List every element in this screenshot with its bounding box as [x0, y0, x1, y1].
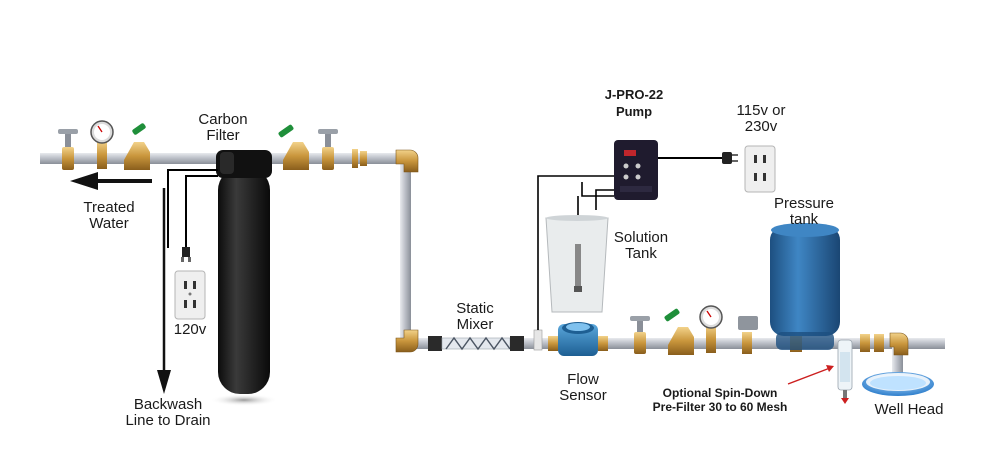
pipe-union: [352, 149, 367, 168]
annotation-arrow: [787, 365, 834, 385]
valve-icon: [58, 129, 78, 170]
dosing-pump: [614, 140, 724, 200]
outlet-voltage-label: 120v: [173, 321, 207, 338]
static-mixer: [428, 336, 524, 351]
flow-sensor-meter: [548, 322, 608, 356]
valve-icon: [124, 123, 150, 170]
spin-down-prefilter: [837, 339, 853, 404]
plug-icon: [722, 152, 738, 164]
valve-icon: [630, 316, 650, 354]
pipe-elbows: [395, 149, 909, 356]
pressure-gauge-icon: [699, 305, 723, 353]
pressure-tank: [770, 223, 840, 350]
valve-icon: [278, 124, 309, 170]
valve-icon: [664, 308, 694, 355]
pressure-switch: [738, 316, 758, 354]
well-head-label: Well Head: [874, 401, 944, 418]
backwash-line: [157, 169, 218, 394]
valve-icon: [318, 129, 338, 170]
solution-tank: [545, 215, 609, 313]
injection-line: [533, 175, 614, 351]
carbon-filter-tank: [210, 150, 278, 406]
pressure-gauge-icon: [90, 120, 114, 169]
flow-direction-arrow-icon: [70, 172, 152, 190]
well-head: [862, 372, 934, 396]
outlet-icon: [744, 145, 776, 193]
outlet-icon: [174, 270, 206, 320]
